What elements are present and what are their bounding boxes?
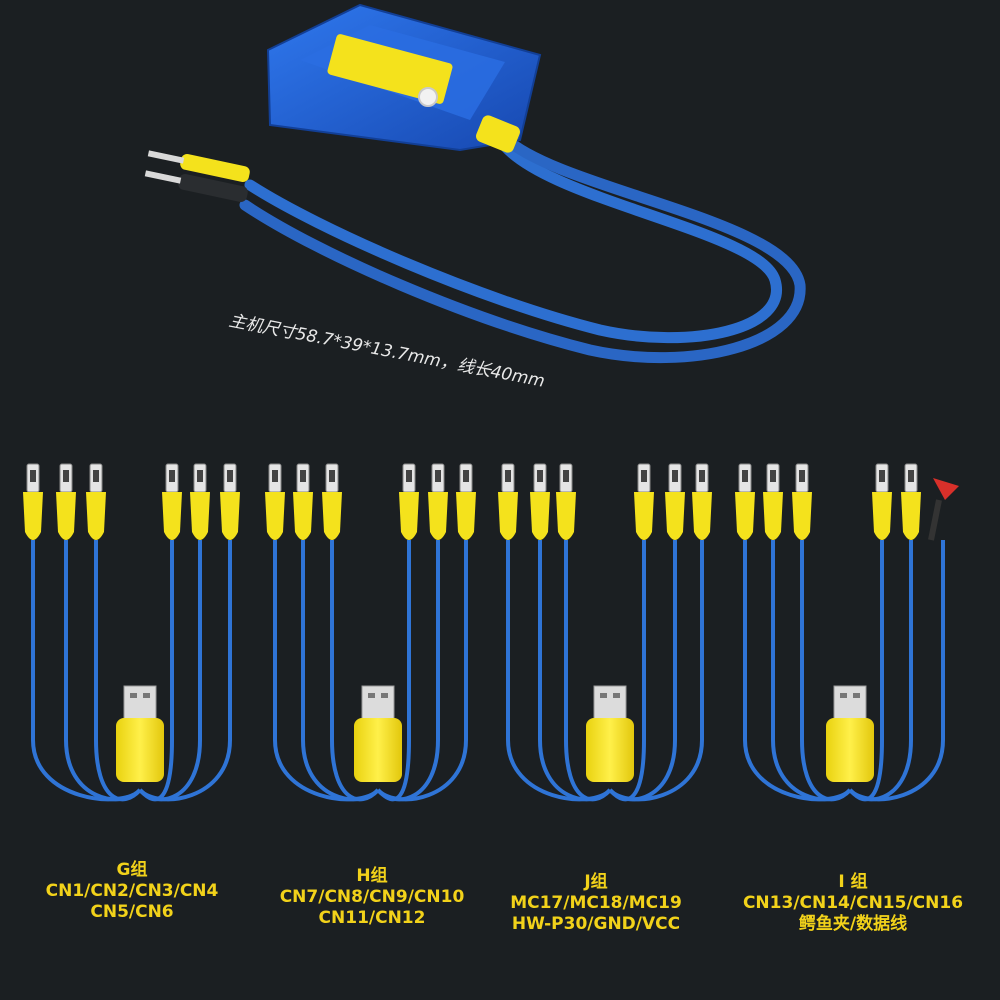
cable-group-3	[735, 463, 959, 802]
device-cable-loop-2	[239, 132, 806, 364]
probe-connector	[530, 463, 550, 540]
probe-connector	[399, 463, 419, 540]
group-label-g: G组 CN1/CN2/CN3/CN4 CN5/CN6	[22, 860, 242, 923]
wire	[330, 540, 380, 802]
wire	[94, 540, 142, 802]
usb-plug	[354, 685, 402, 782]
probe-connector	[428, 463, 448, 540]
group-title: G组	[116, 860, 148, 880]
wire	[848, 540, 945, 802]
probe-connector	[162, 463, 182, 540]
group-line: 鳄鱼夹/数据线	[798, 914, 908, 934]
cable-groups	[23, 463, 959, 802]
device-power-button	[418, 87, 438, 107]
group-label-i: I 组 CN13/CN14/CN15/CN16 鳄鱼夹/数据线	[738, 872, 968, 935]
group-line: CN7/CN8/CN9/CN10	[279, 887, 465, 907]
group-title: I 组	[838, 872, 868, 892]
group-title: J组	[584, 872, 608, 892]
probe-connector	[265, 463, 285, 540]
group-label-h: H组 CN7/CN8/CN9/CN10 CN11/CN12	[262, 866, 482, 929]
group-line: CN13/CN14/CN15/CN16	[742, 893, 964, 913]
wire	[564, 540, 612, 802]
probe-connector	[86, 463, 106, 540]
cable-group-0	[23, 463, 240, 802]
group-line: CN5/CN6	[90, 902, 174, 922]
probe-connector	[293, 463, 313, 540]
probe-connector	[556, 463, 576, 540]
power-supply-device	[144, 3, 806, 364]
group-line: CN11/CN12	[318, 908, 426, 928]
probe-connector	[220, 463, 240, 540]
probe-connector	[901, 463, 921, 540]
usb-plug	[826, 685, 874, 782]
probe-connector	[763, 463, 783, 540]
banana-plug-black	[144, 170, 248, 202]
group-line: CN1/CN2/CN3/CN4	[45, 881, 219, 901]
probe-connector	[56, 463, 76, 540]
cable-group-2	[498, 463, 712, 802]
probe-connector	[792, 463, 812, 540]
probe-connector	[190, 463, 210, 540]
probe-connector	[498, 463, 518, 540]
probe-connector	[735, 463, 755, 540]
usb-plug	[586, 685, 634, 782]
probe-connector	[456, 463, 476, 540]
group-line: HW-P30/GND/VCC	[511, 914, 681, 934]
probe-connector	[665, 463, 685, 540]
banana-plug-yellow	[147, 150, 250, 182]
probe-connector	[634, 463, 654, 540]
alligator-clip	[928, 478, 959, 541]
wire	[800, 540, 852, 802]
probe-connector	[322, 463, 342, 540]
wire	[376, 540, 468, 802]
probe-connector	[872, 463, 892, 540]
wire	[608, 540, 704, 802]
probe-connector	[23, 463, 43, 540]
device-strain-relief	[476, 115, 520, 153]
group-line: MC17/MC18/MC19	[510, 893, 682, 913]
group-label-j: J组 MC17/MC18/MC19 HW-P30/GND/VCC	[486, 872, 706, 935]
wire	[138, 540, 232, 802]
cable-group-1	[265, 463, 476, 802]
device-cable-loop	[244, 134, 782, 344]
probe-connector	[692, 463, 712, 540]
group-title: H组	[356, 866, 388, 886]
usb-plug	[116, 685, 164, 782]
device-label-sticker	[327, 34, 453, 104]
